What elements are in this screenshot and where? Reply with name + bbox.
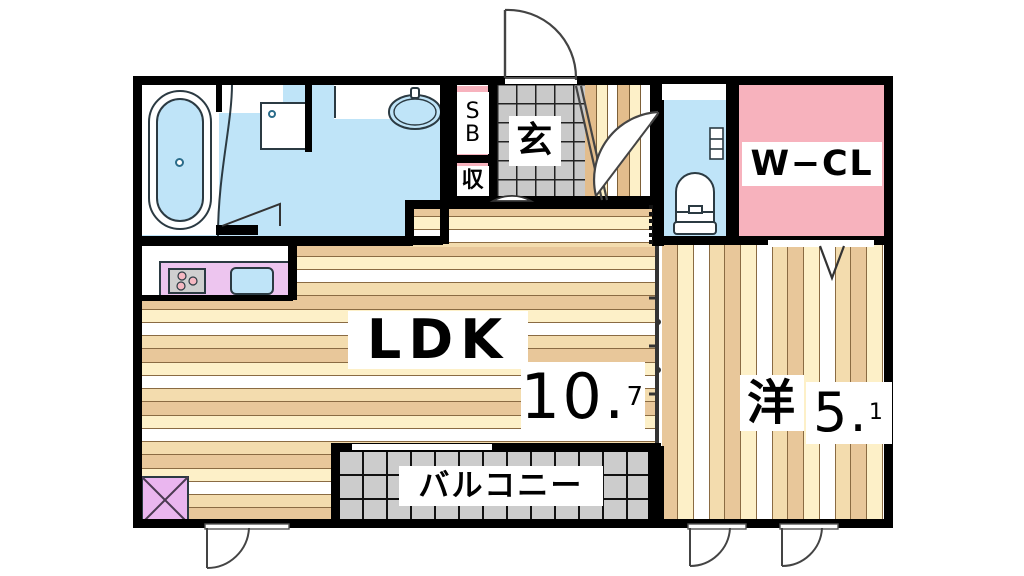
ldk-bedroom-partition xyxy=(649,246,661,448)
ldk-floor-upper xyxy=(410,203,658,247)
bedroom-window-right[interactable] xyxy=(779,523,842,570)
bedroom-area-dot: . xyxy=(849,381,869,444)
bedroom-area-dec: 1 xyxy=(868,400,886,425)
wall-exterior-right xyxy=(884,76,893,528)
ldk-area-dot: . xyxy=(604,360,627,433)
wall-bath-sill xyxy=(216,225,258,235)
ldk-area-label: 10.7 xyxy=(520,360,646,433)
wall-hall-right xyxy=(650,84,659,206)
wall-shoebox-right xyxy=(449,84,457,204)
toilet-paper-holder-icon xyxy=(709,127,724,160)
bedroom-area-int: 5 xyxy=(812,381,850,444)
stove-burner-marks xyxy=(176,271,198,291)
wall-bedroom-partition-bottom xyxy=(648,446,664,524)
vanity-divider xyxy=(334,86,336,118)
balcony-window-left[interactable] xyxy=(204,523,293,572)
genkan-label: 玄 xyxy=(509,116,561,166)
washbasin-icon xyxy=(388,87,442,130)
bath-partition xyxy=(217,83,233,237)
shoebox-label-line1: S xyxy=(465,98,481,124)
wcl-sliding-door xyxy=(768,240,874,247)
shoebox-label: S B xyxy=(457,92,489,154)
toilet-door-gap xyxy=(662,84,726,100)
wall-ldk-top xyxy=(405,200,658,209)
wall-kitchen-right xyxy=(288,244,297,300)
bathtub-drain xyxy=(175,158,184,167)
wall-bathroom-right xyxy=(216,84,222,112)
kitchen-sink xyxy=(230,267,274,295)
balcony-label: バルコニー xyxy=(399,466,603,506)
refrigerator-space xyxy=(260,102,310,150)
entrance-door-sill[interactable] xyxy=(505,77,577,84)
bedroom-area-label: 5.1 xyxy=(806,382,892,444)
wall-kitchen-bottom xyxy=(141,295,293,301)
refrigerator-knob xyxy=(268,110,276,118)
shoebox-label-line2: B xyxy=(465,122,481,147)
wall-exterior-bottom xyxy=(133,519,893,528)
wall-toilet-left xyxy=(655,84,664,244)
wall-exterior-left xyxy=(133,76,142,528)
ldk-area-dec: 7 xyxy=(626,382,646,412)
wall-balcony-left xyxy=(331,443,340,525)
bedroom-label: 洋 xyxy=(740,375,804,431)
wall-partition-post-top xyxy=(652,200,664,246)
bathroom-door[interactable] xyxy=(221,198,312,232)
wall-wcl-left xyxy=(730,84,739,244)
wall-washroom-divider xyxy=(305,84,312,152)
ldk-area-int: 10 xyxy=(520,360,605,433)
wall-shoebox-divider xyxy=(449,155,493,163)
wcl-door-open-marker xyxy=(818,245,846,282)
wall-balcony-top xyxy=(331,443,661,452)
wall-shoebox-outer xyxy=(488,84,497,204)
wall-ldk-top-left xyxy=(405,200,414,245)
storage-label: 収 xyxy=(457,166,489,196)
storage-door[interactable] xyxy=(489,163,535,203)
entrance-door[interactable] xyxy=(500,6,586,80)
balcony-door-sill xyxy=(352,444,492,450)
gas-stove-3-burner xyxy=(168,268,206,294)
wall-ldk-upper-bottom xyxy=(133,238,413,246)
toilet-icon xyxy=(673,172,717,235)
wall-washroom-right xyxy=(440,84,449,244)
bedroom-window-left[interactable] xyxy=(687,523,750,570)
wall-toilet-bottom xyxy=(655,236,737,245)
partition-upper-dashed xyxy=(649,205,653,247)
wcl-label: W−CL xyxy=(742,142,882,186)
washing-machine-x xyxy=(141,476,189,524)
ldk-hall-door[interactable] xyxy=(590,110,662,202)
ldk-label: LDK xyxy=(348,311,528,369)
